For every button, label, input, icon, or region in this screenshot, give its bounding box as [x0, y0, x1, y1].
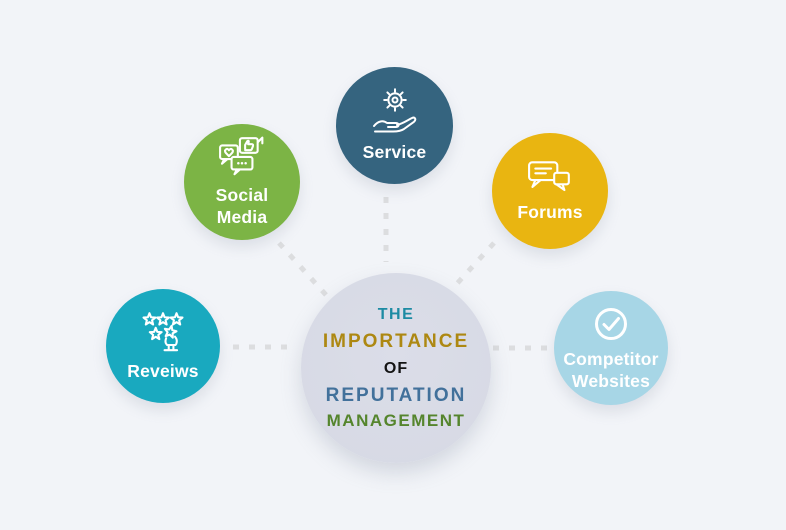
- hub-line-of: OF: [383, 359, 409, 377]
- node-label: Forums: [517, 201, 583, 222]
- hub-line-the: THE: [377, 305, 415, 323]
- rating-stars-hand-icon: [138, 310, 188, 356]
- node-forums: Forums: [492, 133, 608, 249]
- hub-line-importance: IMPORTANCE: [322, 330, 470, 352]
- node-reviews: Reveiws: [106, 289, 220, 403]
- hub-line-management: MANAGEMENT: [326, 410, 466, 430]
- node-social-media: Social Media: [184, 124, 300, 240]
- gear-hand-icon: [368, 87, 422, 137]
- center-hub: THE IMPORTANCE OF REPUTATION MANAGEMENT: [301, 273, 491, 463]
- connector-social-hub: [277, 241, 329, 298]
- node-label: Reveiws: [127, 360, 199, 381]
- connector-forums-hub: [451, 241, 496, 290]
- social-bubbles-icon: [218, 136, 266, 180]
- chat-bubbles-icon: [527, 159, 573, 197]
- node-competitor-websites: Competitor Websites: [554, 291, 668, 405]
- node-service: Service: [336, 67, 453, 184]
- hub-line-reputation: REPUTATION: [325, 384, 467, 406]
- node-label: Competitor Websites: [563, 349, 659, 391]
- check-circle-icon: [591, 304, 631, 344]
- node-label: Social Media: [215, 185, 269, 227]
- node-label: Service: [362, 142, 427, 163]
